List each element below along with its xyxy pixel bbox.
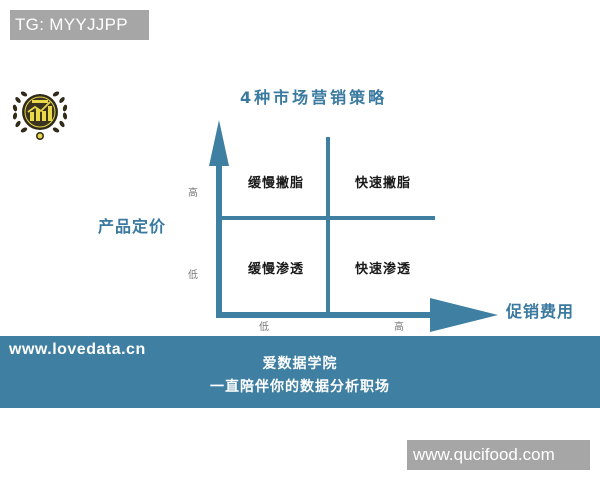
watermark-top: TG: MYYJJPP bbox=[10, 10, 149, 40]
quadrant-top-left: 缓慢撇脂 bbox=[248, 176, 305, 191]
laurel-chart-badge-icon bbox=[8, 78, 72, 144]
y-axis-arrow-icon bbox=[209, 120, 229, 166]
y-tick-low: 低 bbox=[188, 270, 198, 281]
watermark-bottom: www.qucifood.com bbox=[407, 440, 590, 470]
quadrant-bottom-left: 缓慢渗透 bbox=[248, 262, 305, 277]
quadrant-bottom-right: 快速渗透 bbox=[355, 262, 412, 277]
y-tick-high: 高 bbox=[188, 188, 198, 199]
banner-slogan: 一直陪伴你的数据分析职场 bbox=[210, 379, 390, 395]
x-tick-high: 高 bbox=[394, 322, 404, 333]
footer-banner: www.lovedata.cn 爱数据学院 一直陪伴你的数据分析职场 bbox=[0, 336, 600, 408]
x-axis-arrow-icon bbox=[430, 298, 498, 332]
x-tick-low: 低 bbox=[259, 322, 269, 333]
banner-url: www.lovedata.cn bbox=[9, 341, 146, 358]
quadrant-top-right: 快速撇脂 bbox=[355, 176, 412, 191]
y-axis-label: 产品定价 bbox=[98, 217, 167, 236]
banner-brand: 爱数据学院 bbox=[262, 356, 338, 372]
diagram-title: 4种市场营销策略 bbox=[240, 88, 388, 107]
x-axis-label: 促销费用 bbox=[506, 302, 575, 321]
